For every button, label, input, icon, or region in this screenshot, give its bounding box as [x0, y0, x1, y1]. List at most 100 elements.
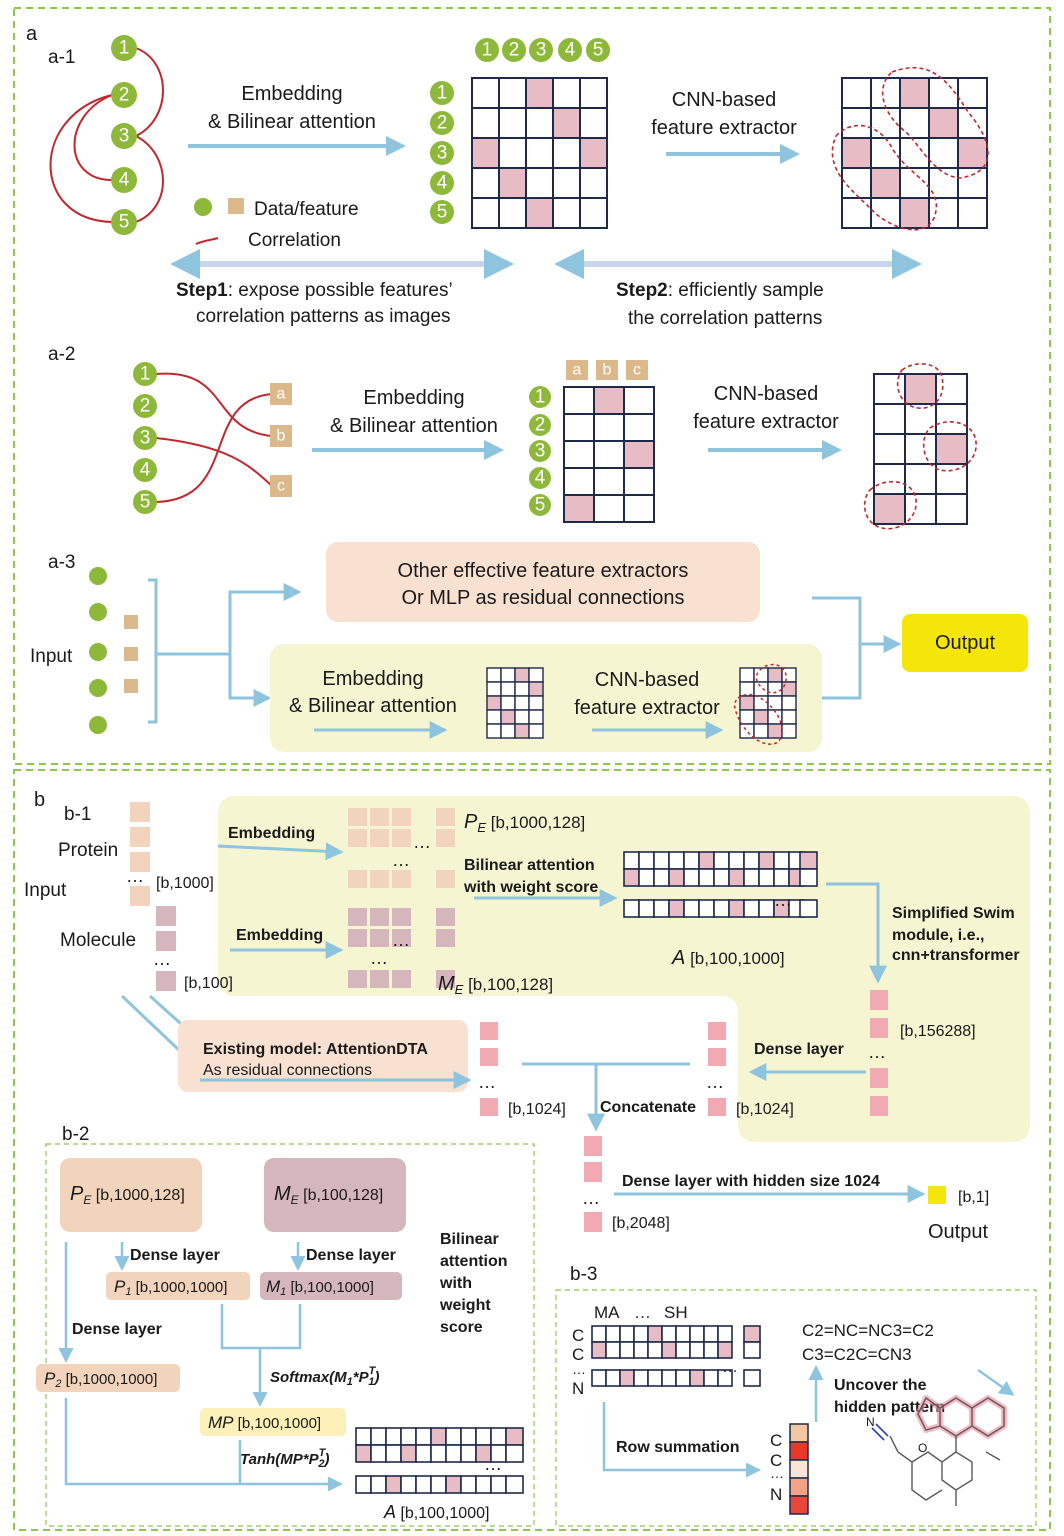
svg-text:2: 2: [509, 40, 520, 61]
a2-sampled-cell: [935, 493, 968, 525]
a1-grid-cell: [471, 197, 500, 229]
b3-att-cell: [633, 1341, 649, 1359]
b1-att-dots: …: [774, 890, 792, 910]
legend-green-node: [194, 198, 212, 216]
b1-att-cell: [758, 851, 775, 870]
b1-att-cell: [668, 868, 685, 887]
a2-grid-cell: [563, 494, 595, 523]
b2-att-cell: [400, 1475, 417, 1494]
b1-att-cell: [713, 868, 730, 887]
a1-sampled-cell: [870, 167, 901, 199]
me-dots-h: …: [392, 930, 410, 950]
a1-sampled-cell: [841, 77, 872, 109]
swim-label-3: cnn+transformer: [892, 947, 1020, 964]
b3-sh-label: SH: [664, 1303, 688, 1322]
pe-tile: [436, 808, 455, 826]
a1-column-nodes: 1 2 3 4 5: [475, 38, 610, 62]
b2-bilinear-5: score: [440, 1319, 483, 1336]
a1-grid-cell: [552, 107, 581, 139]
b3-att-last-cell: [743, 1341, 761, 1359]
a3-sampled-cell: [739, 695, 755, 711]
a1-grid-cell: [471, 107, 500, 139]
a3-grid-cell: [486, 681, 502, 697]
rs-dots: …: [770, 1465, 784, 1481]
pe-tile: [370, 870, 389, 888]
a3-other-text-2: Or MLP as residual connections: [401, 587, 684, 609]
svg-text:2: 2: [535, 415, 546, 436]
a3-grid-cell: [500, 681, 516, 697]
a1-sampled-cell: [928, 77, 959, 109]
b2-mp-text: MP [b,100,1000]: [208, 1413, 321, 1432]
a2-cnn-label-2: feature extractor: [693, 411, 839, 433]
molecule-dots: …: [153, 949, 171, 969]
b1-att-cell: [638, 899, 655, 918]
a1-grid-cell: [498, 137, 527, 169]
row-sum-vector: [789, 1423, 809, 1515]
b2-att-cell: [415, 1444, 432, 1463]
a3-other-extractors-box: [326, 542, 760, 622]
a3-grid-cell: [528, 709, 544, 725]
b3-attention-matrix: [591, 1325, 761, 1387]
a3-input-bracket: [148, 578, 158, 724]
a2-grid-cell: [593, 386, 625, 415]
row-sum-label: Row summation: [616, 1439, 740, 1456]
a2-attention-grid: [563, 386, 655, 523]
a1-grid-cell: [525, 197, 554, 229]
svg-text:3: 3: [119, 126, 130, 147]
a1-nodes: 1 2 3 4 5: [111, 35, 137, 235]
b3-att-last-cell: [743, 1369, 761, 1387]
a1-sampled-cell: [870, 77, 901, 109]
step1-text: Step1: expose possible features’: [176, 280, 453, 301]
rs-c1: C: [770, 1431, 782, 1450]
svg-text:5: 5: [140, 492, 151, 513]
b3-att-cell: [633, 1369, 649, 1387]
legend-data-label: Data/feature: [254, 199, 359, 220]
b1-att-cell: [653, 851, 670, 870]
a3-grid-cell: [514, 667, 530, 683]
b2-att-cell: [400, 1444, 417, 1463]
a1-grid-cell: [552, 137, 581, 169]
a2-grid-cell: [563, 467, 595, 496]
a3-label: a-3: [48, 552, 75, 573]
b1-att-cell: [683, 868, 700, 887]
b1-label: b-1: [64, 804, 91, 825]
svg-text:1: 1: [482, 40, 493, 61]
a1-grid-cell: [471, 77, 500, 109]
pe-dots-h: …: [413, 832, 431, 852]
a2-sampled-cell: [904, 373, 937, 405]
a1-sampled-cell: [957, 167, 988, 199]
b2-att-cell: [430, 1475, 447, 1494]
flat-dots: …: [868, 1042, 886, 1062]
a2-sampled-cell: [935, 373, 968, 405]
b3-att-cell: [591, 1325, 607, 1343]
a1-sampled-cell: [841, 107, 872, 139]
svg-text:3: 3: [536, 40, 547, 61]
a3-grid-cell: [486, 695, 502, 711]
protein-shape: [b,1000]: [156, 875, 214, 892]
b2-att-cell: [430, 1444, 447, 1463]
b2-a-annotation: A [b,100,1000]: [383, 1502, 489, 1522]
b3-att-cell: [661, 1341, 677, 1359]
b1-att-cell: [728, 899, 745, 918]
a2-grid-cell: [593, 467, 625, 496]
b3-att-cell: [619, 1325, 635, 1343]
b2-att-cell: [460, 1475, 477, 1494]
a1-sampled-cell: [899, 197, 930, 229]
dense-out-shape: [b,1024]: [736, 1101, 794, 1118]
b2-att-cell: [430, 1427, 447, 1446]
b3-att-cell: [591, 1369, 607, 1387]
a1-cnn-label-1: CNN-based: [672, 89, 776, 111]
me-tile: [348, 970, 367, 988]
a1-sampling-regions: [831, 66, 989, 231]
b2-att-cell: [445, 1444, 462, 1463]
b2-att-cell: [385, 1475, 402, 1494]
b3-att-cell: [619, 1341, 635, 1359]
existing-model-box: [178, 1020, 468, 1092]
b3-att-cell: [605, 1325, 621, 1343]
protein-embedding-matrix: [348, 808, 455, 888]
a2-grid-cell: [593, 413, 625, 442]
a2-embedding-label: Embedding: [363, 387, 464, 409]
cat-dots: …: [582, 1188, 600, 1208]
step2-text: Step2: efficiently sample: [616, 280, 824, 301]
a3-sampled-cell: [739, 681, 755, 697]
